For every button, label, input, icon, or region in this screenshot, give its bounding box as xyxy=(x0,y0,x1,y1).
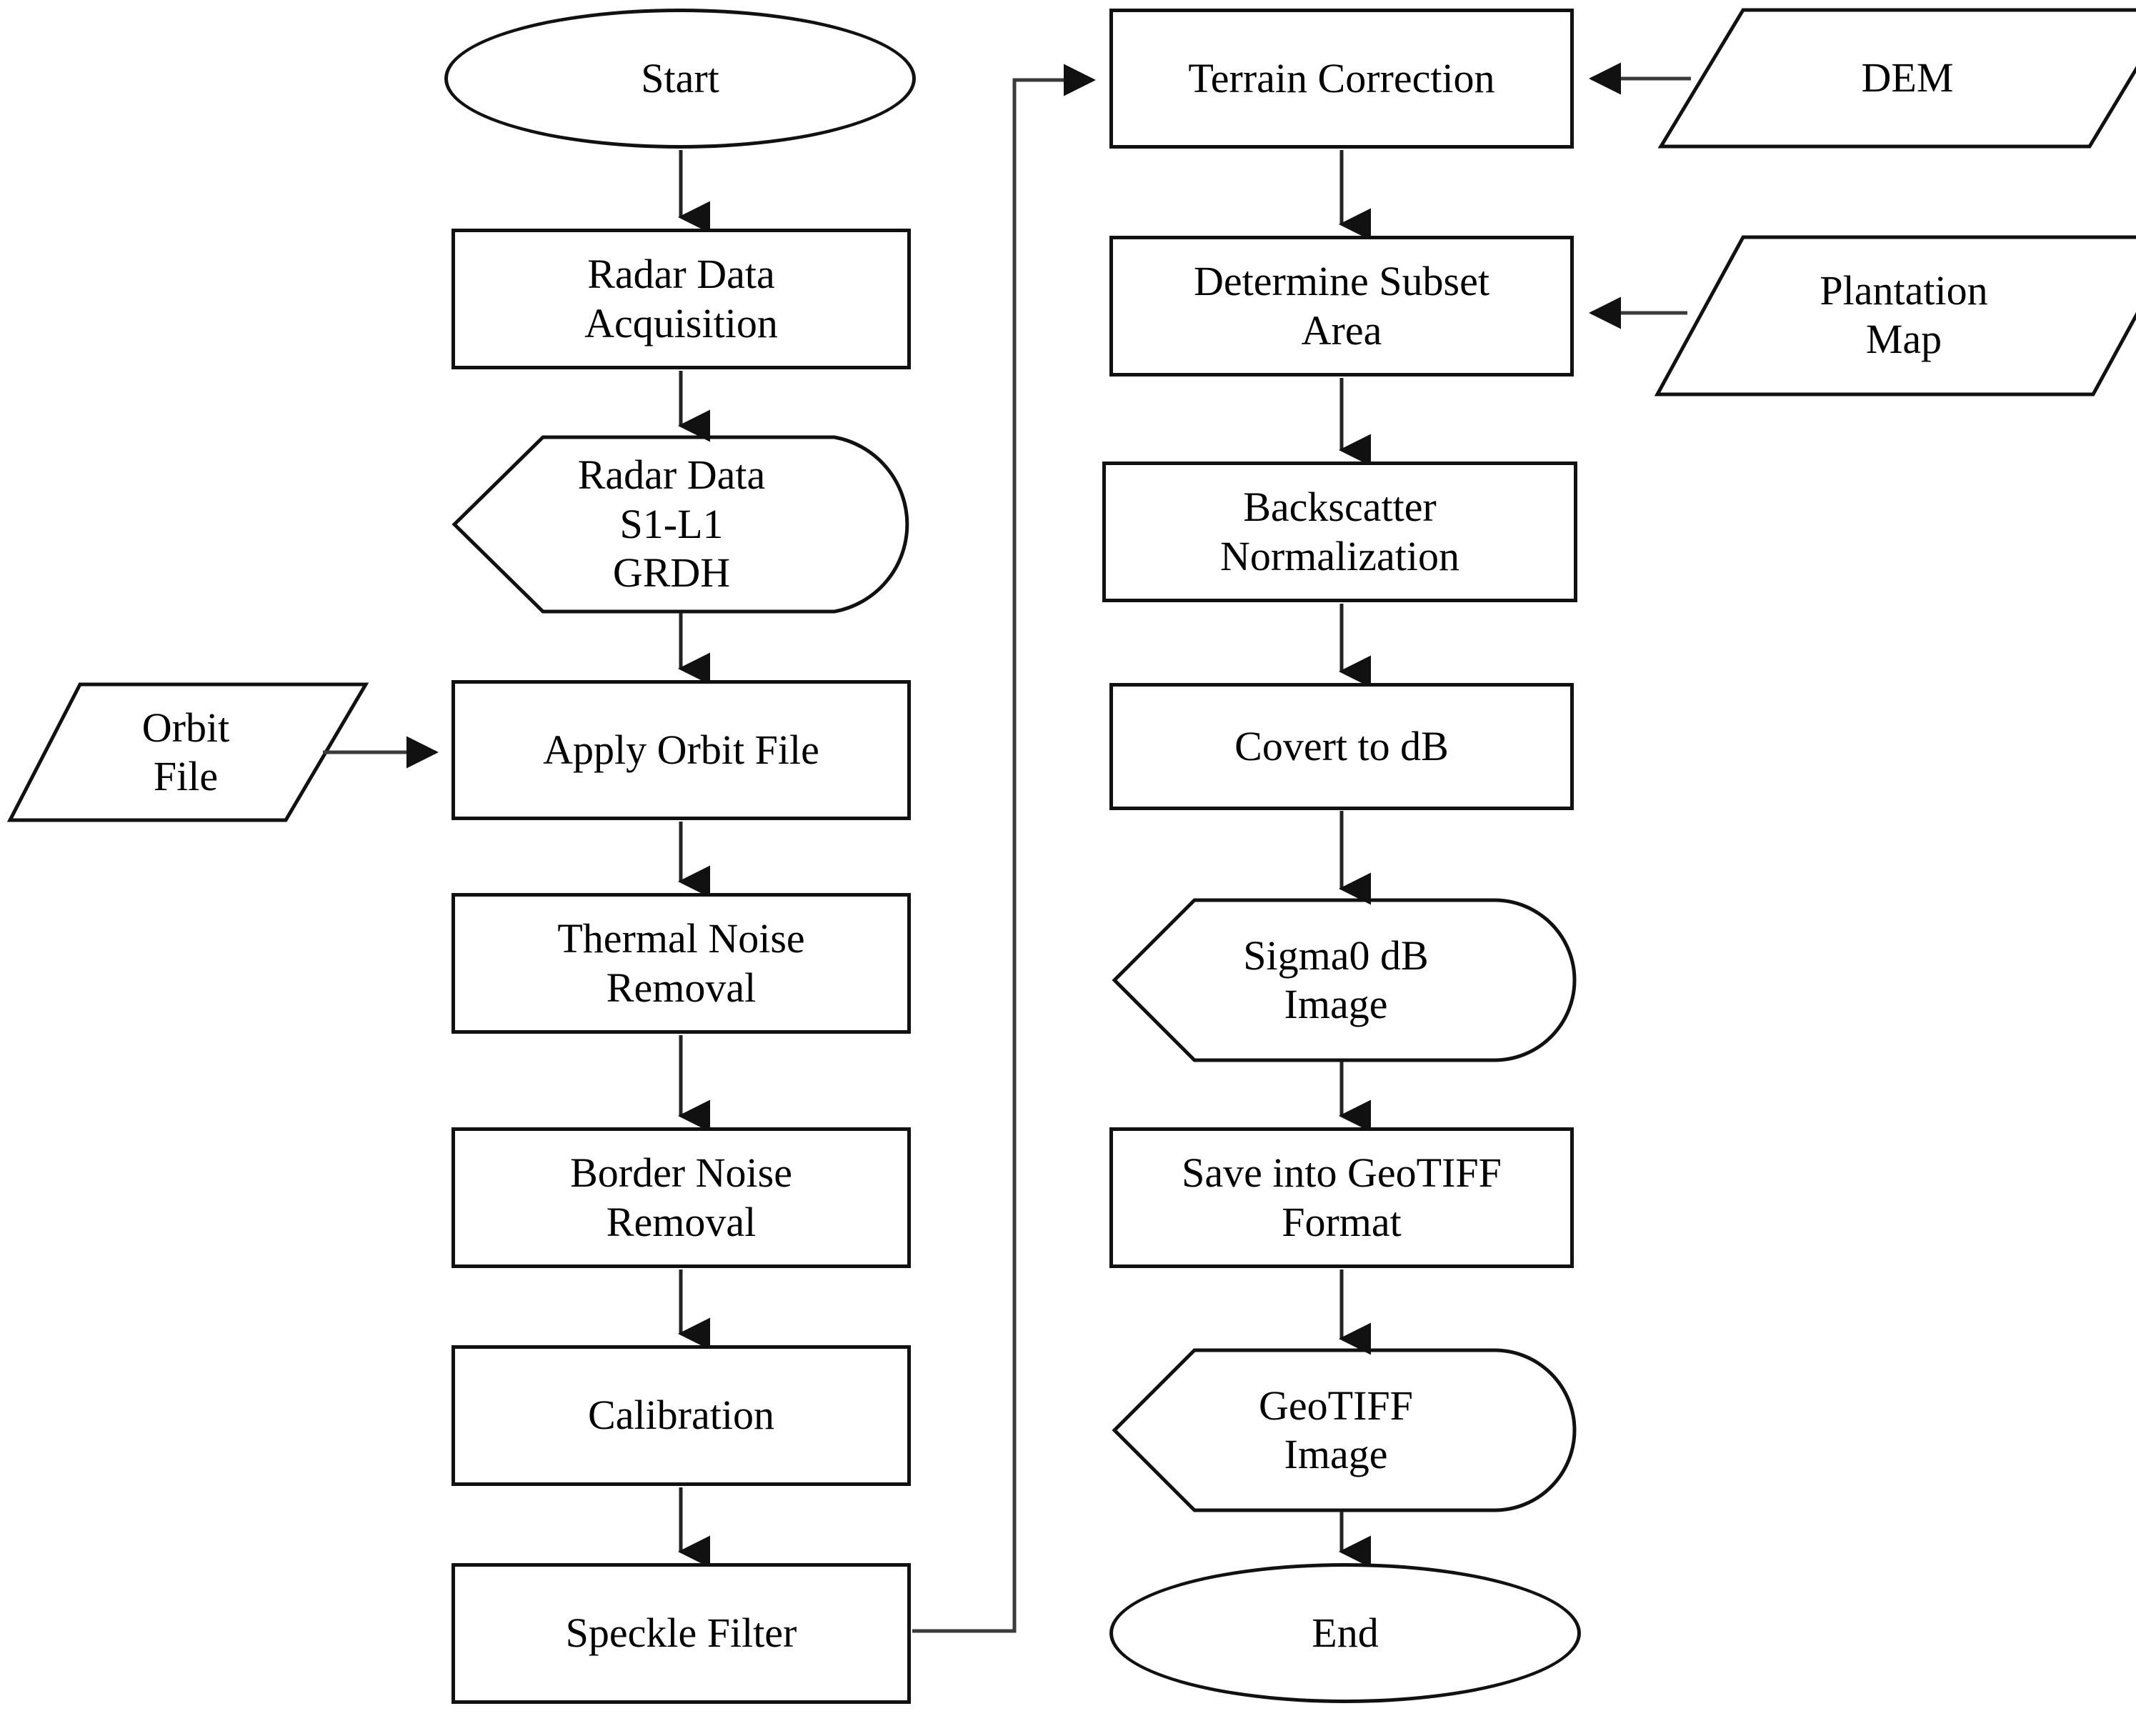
node-end[interactable]: End xyxy=(1109,1563,1581,1703)
node-backscatter-normalization-label: Backscatter Normalization xyxy=(1219,484,1459,579)
node-radar-data-acquisition[interactable]: Radar Data Acquisition xyxy=(451,229,911,369)
node-dem[interactable]: DEM xyxy=(1707,10,2107,146)
node-orbit-file-label: Orbit File xyxy=(141,704,230,799)
node-covert-to-db-label: Covert to dB xyxy=(1234,722,1449,769)
node-border-noise-removal[interactable]: Border Noise Removal xyxy=(451,1127,911,1268)
node-speckle-filter-label: Speckle Filter xyxy=(565,1610,797,1657)
node-geotiff-image[interactable]: GeoTIFF Image xyxy=(1136,1350,1536,1510)
node-radar-data-s1-l1-grdh-label: Radar Data S1-L1 GRDH xyxy=(577,452,766,597)
node-thermal-noise-removal-label: Thermal Noise Removal xyxy=(557,915,805,1011)
node-save-into-geotiff-format[interactable]: Save into GeoTIFF Format xyxy=(1109,1127,1574,1268)
node-calibration[interactable]: Calibration xyxy=(451,1345,911,1486)
node-sigma0-db-image[interactable]: Sigma0 dB Image xyxy=(1136,900,1536,1060)
node-dem-label: DEM xyxy=(1861,54,1954,101)
edge-speckle-filter-to-terrain-correction xyxy=(912,64,1097,1633)
node-save-into-geotiff-format-label: Save into GeoTIFF Format xyxy=(1182,1149,1502,1245)
node-radar-data-acquisition-label: Radar Data Acquisition xyxy=(584,251,778,346)
node-border-noise-removal-label: Border Noise Removal xyxy=(570,1149,792,1245)
node-radar-data-s1-l1-grdh[interactable]: Radar Data S1-L1 GRDH xyxy=(471,437,872,612)
node-end-label: End xyxy=(1312,1609,1379,1656)
node-start-label: Start xyxy=(641,54,719,101)
node-orbit-file[interactable]: Orbit File xyxy=(43,684,329,820)
node-plantation-map[interactable]: Plantation Map xyxy=(1704,237,2104,393)
node-backscatter-normalization[interactable]: Backscatter Normalization xyxy=(1102,462,1577,602)
node-start[interactable]: Start xyxy=(444,9,916,149)
node-determine-subset-area-label: Determine Subset Area xyxy=(1194,258,1489,354)
node-plantation-map-label: Plantation Map xyxy=(1820,266,1988,362)
node-covert-to-db[interactable]: Covert to dB xyxy=(1109,683,1574,810)
node-apply-orbit-file-label: Apply Orbit File xyxy=(543,726,819,773)
node-speckle-filter[interactable]: Speckle Filter xyxy=(451,1563,911,1704)
node-determine-subset-area[interactable]: Determine Subset Area xyxy=(1109,236,1574,376)
node-terrain-correction-label: Terrain Correction xyxy=(1188,54,1495,101)
node-apply-orbit-file[interactable]: Apply Orbit File xyxy=(451,680,911,820)
node-geotiff-image-label: GeoTIFF Image xyxy=(1259,1382,1413,1477)
node-sigma0-db-image-label: Sigma0 dB Image xyxy=(1243,932,1429,1027)
node-calibration-label: Calibration xyxy=(588,1392,774,1439)
node-thermal-noise-removal[interactable]: Thermal Noise Removal xyxy=(451,893,911,1034)
node-terrain-correction[interactable]: Terrain Correction xyxy=(1109,9,1574,149)
